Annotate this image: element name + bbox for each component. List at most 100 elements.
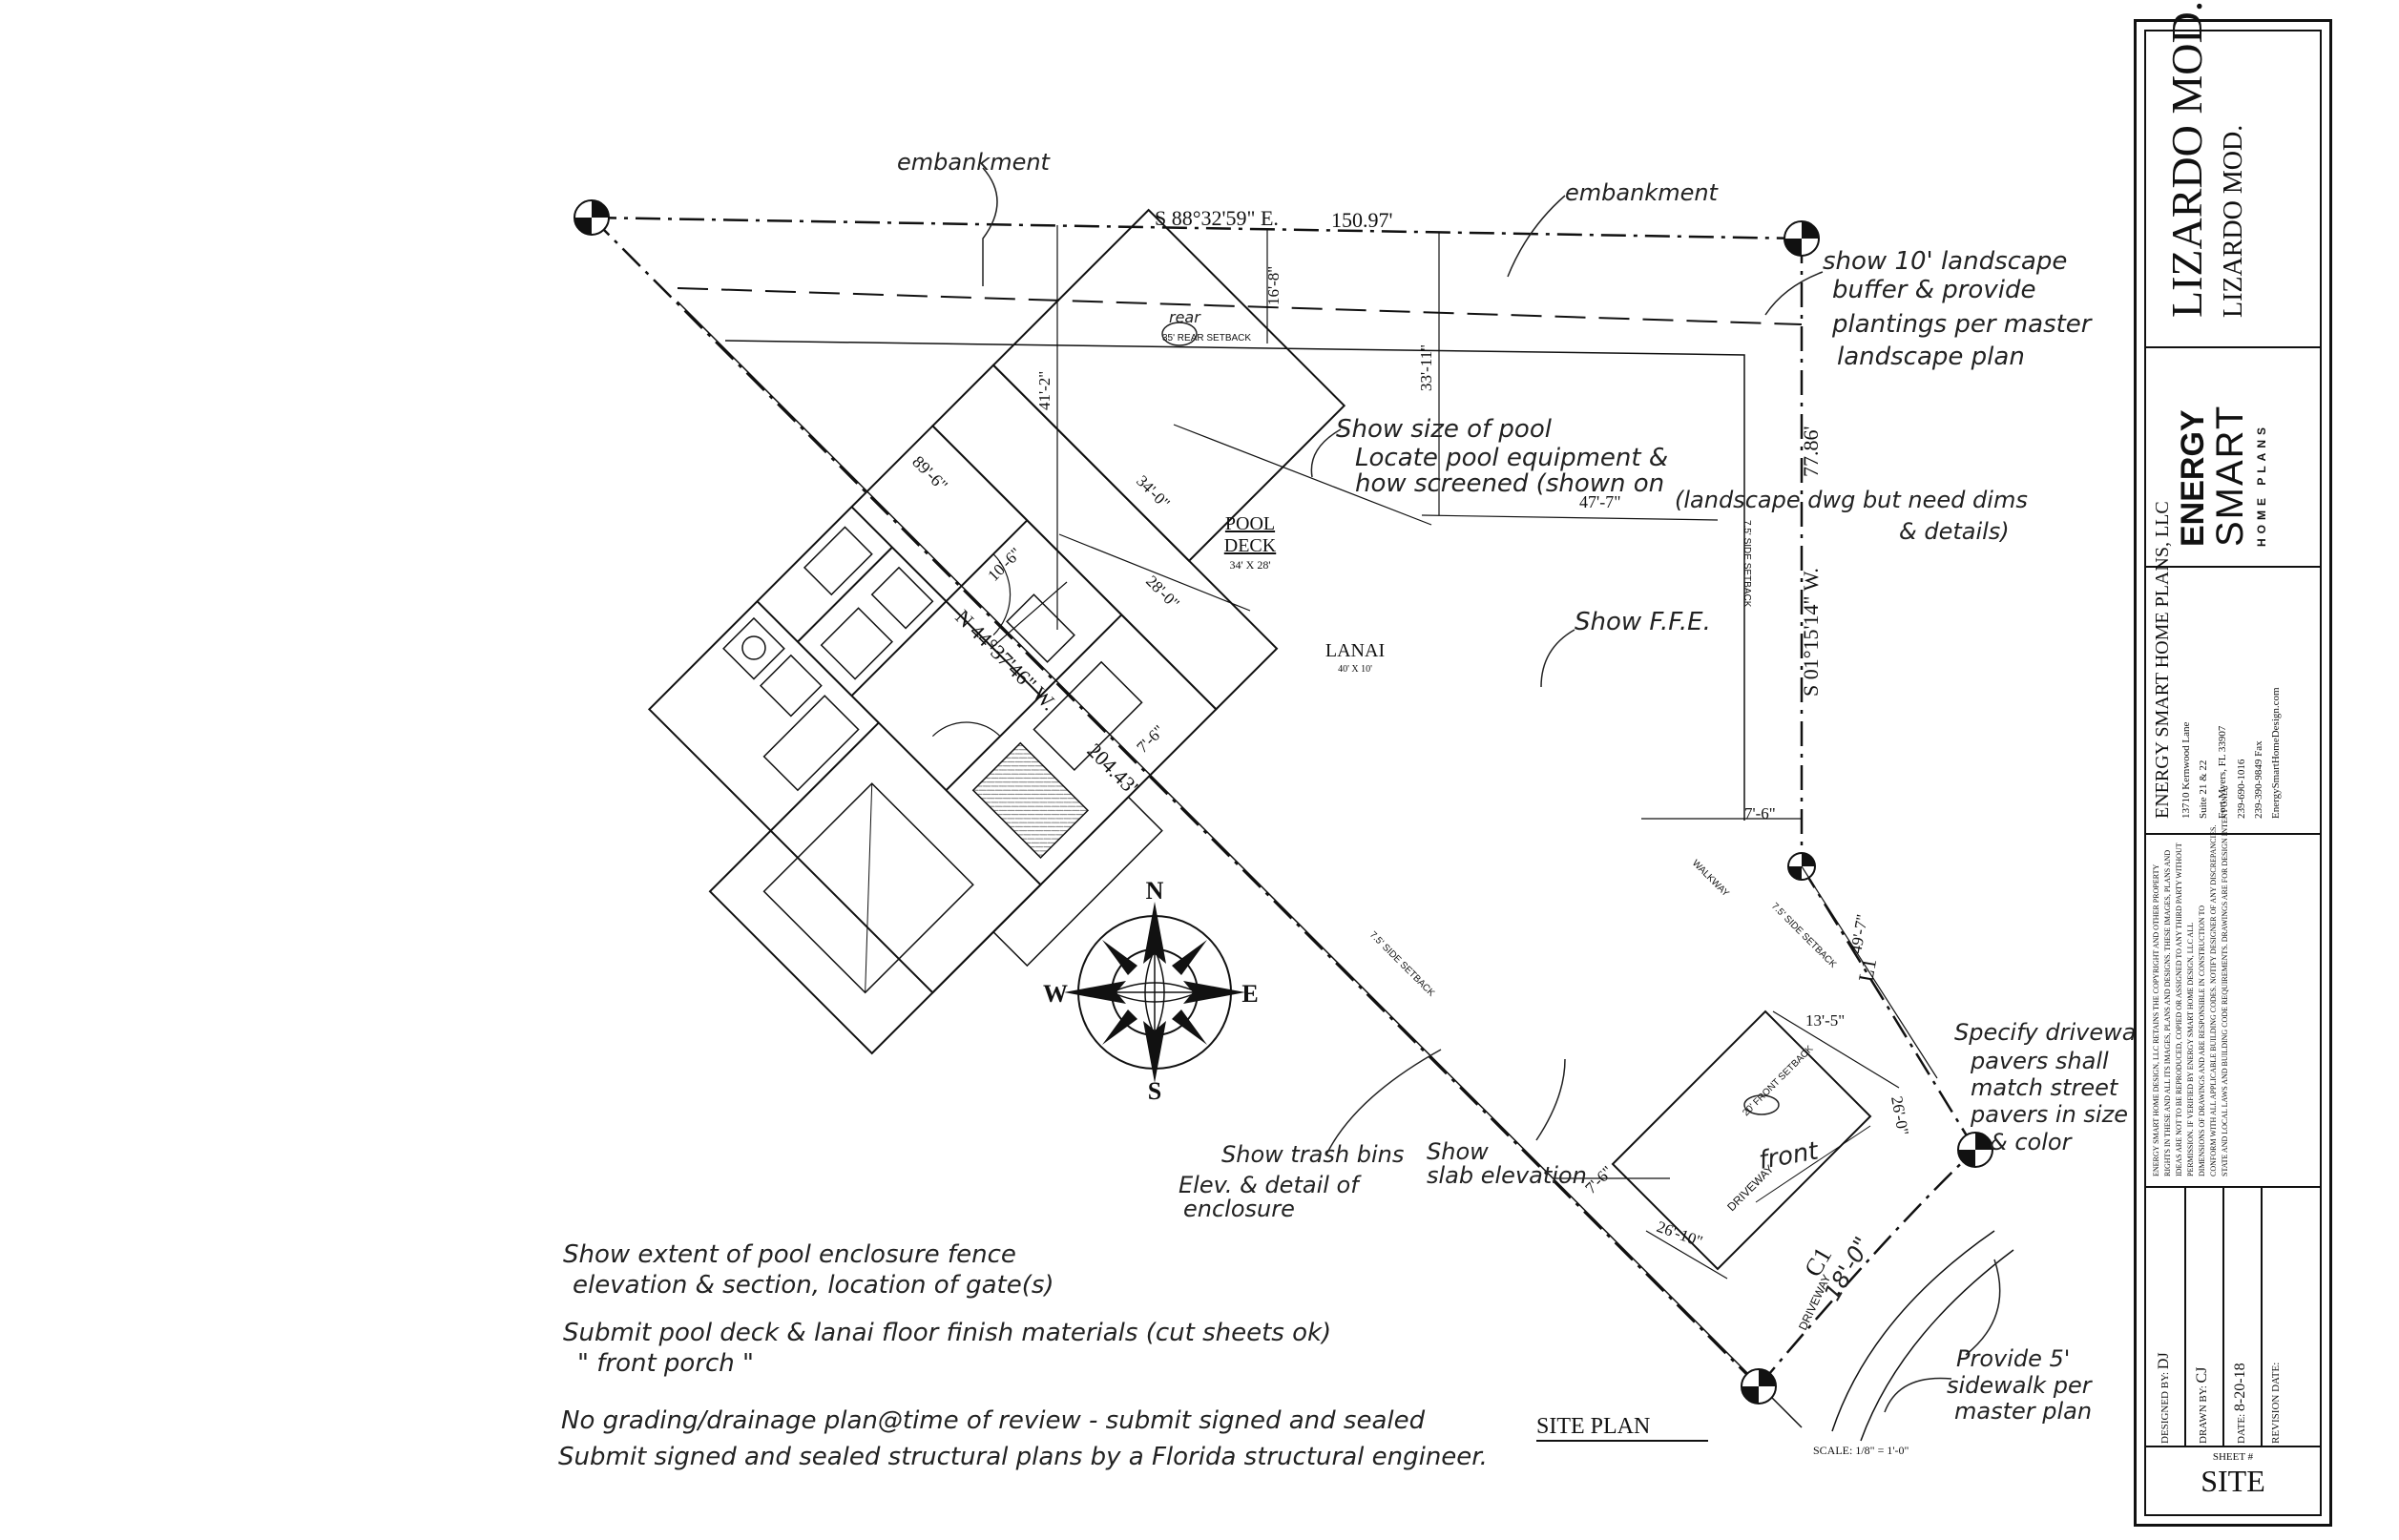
dim-47-7: 47'-7" <box>1579 492 1621 511</box>
company-name: ENERGY SMART HOME PLANS, LLC <box>2152 501 2173 819</box>
note-embankment-left: embankment <box>897 149 1052 176</box>
project-subtitle: LIZARDO MOD. <box>2219 124 2248 318</box>
drawn-by-label: DRAWN BY: <box>2198 1385 2209 1444</box>
east-bearing-label: S 01°15'14" W. <box>1799 568 1823 697</box>
note-sidewalk-2: sidewalk per <box>1947 1372 2094 1399</box>
dim-7-6-b: 7'-6" <box>1744 804 1776 822</box>
rear-setback-line <box>724 340 1745 821</box>
note-sidewalk-1: Provide 5' <box>1956 1345 2070 1372</box>
dim-10-6: 10'-6" <box>984 544 1025 585</box>
company-website: EnergySmartHomeDesign.com <box>2270 687 2282 819</box>
landscape-buffer-line <box>677 287 1803 325</box>
date-value: 8-20-18 <box>2232 1363 2248 1412</box>
pool-deck-title-1: POOL <box>1225 513 1275 534</box>
sheet-value: SITE <box>2201 1464 2265 1498</box>
rear-marker-note: rear <box>1169 308 1201 326</box>
note-pool-3: how screened (shown on <box>1355 469 1664 498</box>
note-pool-2: Locate pool equipment & <box>1355 444 1668 472</box>
lanai-size: 40' X 10' <box>1338 664 1372 675</box>
logo-home-plans: HOME PLANS <box>2255 422 2268 547</box>
rear-setback-label: 35' REAR SETBACK <box>1162 333 1251 343</box>
survey-monument-s <box>1741 1368 1777 1405</box>
note-bottom-2: elevation & section, location of gate(s) <box>573 1271 1054 1300</box>
compass-s-label: S <box>1148 1077 1161 1105</box>
note-driveway-3: match street <box>1971 1074 2119 1101</box>
site-plan-title: SITE PLAN <box>1536 1414 1650 1439</box>
note-driveway-2: pavers shall <box>1970 1048 2109 1074</box>
note-driveway-4: pavers in size <box>1970 1101 2128 1128</box>
note-trash-2: Elev. & detail of <box>1179 1172 1362 1198</box>
note-front: front <box>1757 1136 1821 1176</box>
dim-26-0: 26'-0" <box>1888 1094 1912 1136</box>
note-landscape-3: plantings per master <box>1831 310 2094 339</box>
lanai-label: LANAI <box>1325 640 1385 661</box>
dim-49-7: 49'-7" <box>1846 913 1871 955</box>
disclaimer-line-1: ENERGY SMART HOME DESIGN, LLC RETAINS TH… <box>2152 864 2160 1176</box>
compass-n-label: N <box>1146 877 1164 905</box>
disclaimer-line-4: PERMISSION. IF VERIFIED BY ENERGY SMART … <box>2186 923 2195 1176</box>
disclaimer-line-5: DIMENSIONS OF DRAWINGS AND ARE RESPONSIB… <box>2198 905 2206 1176</box>
disclaimer-line-7: STATE AND LOCAL LAWS AND BUILDING CODE R… <box>2221 785 2229 1176</box>
note-bottom-6: Submit signed and sealed structural plan… <box>558 1443 1488 1471</box>
note-bottom-5: No grading/drainage plan@time of review … <box>561 1406 1426 1435</box>
note-ffe: Show F.F.E. <box>1575 608 1711 636</box>
east-length-label: 77.86' <box>1799 427 1823 478</box>
company-address-2: Suite 21 & 22 <box>2198 760 2209 819</box>
company-phone: 239-690-1016 <box>2236 759 2247 819</box>
west-side-setback-line <box>677 301 1803 1428</box>
note-trash-3: enclosure <box>1183 1196 1295 1222</box>
dimension-lines <box>990 225 1938 1280</box>
north-arrow-compass <box>1064 902 1245 1083</box>
note-slab-1: Show <box>1427 1138 1489 1165</box>
revision-date-label: REVISION DATE: <box>2270 1362 2282 1444</box>
diagonal-length-label: 89'-6" <box>908 452 951 495</box>
driveway-outline <box>1611 1009 1872 1271</box>
note-landscape-2: buffer & provide <box>1832 276 2035 304</box>
designed-by-value: DJ <box>2156 1352 2172 1370</box>
compass-e-label: E <box>1241 980 1258 1008</box>
logo-energy: ENERGY <box>2175 409 2211 547</box>
north-length-label: 150.97' <box>1331 208 1393 232</box>
side-setback-left-label: 7.5' SIDE SETBACK <box>1367 929 1437 999</box>
note-slab-2: slab elevation <box>1427 1162 1587 1189</box>
dim-7-6-a: 7'-6" <box>1133 721 1168 757</box>
garage-outline <box>708 721 1042 1055</box>
title-block-frame: LIZARDO MOD. LIZARDO MOD. ENERGY SMART H… <box>2144 1 2322 1516</box>
note-bottom-3: Submit pool deck & lanai floor finish ma… <box>563 1319 1331 1347</box>
driveway-label-2: DRIVEWAY <box>1796 1273 1833 1333</box>
survey-monument-nw <box>574 199 610 236</box>
dim-33-11: 33'-11" <box>1417 344 1435 391</box>
note-landscape-4: landscape plan <box>1837 343 2025 371</box>
dim-34-0: 34'-0" <box>1133 471 1174 512</box>
company-fax: 239-390-9849 Fax <box>2253 740 2264 819</box>
survey-monument-se <box>1957 1132 1993 1168</box>
note-bottom-1: Show extent of pool enclosure fence <box>563 1240 1016 1269</box>
compass-w-label: W <box>1043 980 1068 1008</box>
pool-deck-size: 34' X 28' <box>1230 558 1271 572</box>
disclaimer-line-3: IDEAS ARE NOT TO BE REPRODUCED, COPIED O… <box>2175 843 2183 1176</box>
dim-16-8: 16'-8" <box>1264 266 1283 305</box>
note-pool-4: (landscape dwg but need dims <box>1675 487 2028 513</box>
logo-smart: SMART <box>2209 404 2251 547</box>
date-label: DATE: <box>2236 1413 2247 1444</box>
note-landscape-1: show 10' landscape <box>1823 247 2067 276</box>
sheet-number-box: SHEET # SITE <box>2146 1447 2320 1514</box>
project-title: LIZARDO MOD. <box>2162 0 2211 318</box>
note-driveway-5: & color <box>1990 1129 2074 1155</box>
dim-26-10: 26'-10" <box>1655 1217 1705 1251</box>
side-setback-right-label: 7.5' SIDE SETBACK <box>1742 520 1752 608</box>
house-outline <box>647 424 1218 994</box>
note-sidewalk-3: master plan <box>1954 1398 2092 1425</box>
west-length-label: 204.43' <box>1082 739 1142 799</box>
north-bearing-label: S 88°32'59" E. <box>1155 206 1279 230</box>
site-plan-scale: SCALE: 1/8" = 1'-0" <box>1813 1444 1909 1457</box>
note-driveway-1: Specify driveway <box>1954 1019 2150 1046</box>
designed-by-label: DESIGNED BY: <box>2159 1371 2171 1444</box>
pool-deck-title-2: DECK <box>1224 535 1277 556</box>
walkway-label: WALKWAY <box>1690 858 1731 899</box>
drawn-by-value: CJ <box>2194 1366 2210 1384</box>
company-address-1: 13710 Kernwood Lane <box>2180 721 2192 819</box>
survey-monument-ne <box>1784 220 1820 257</box>
review-notes: embankment embankment show 10' landscape… <box>558 149 2150 1471</box>
